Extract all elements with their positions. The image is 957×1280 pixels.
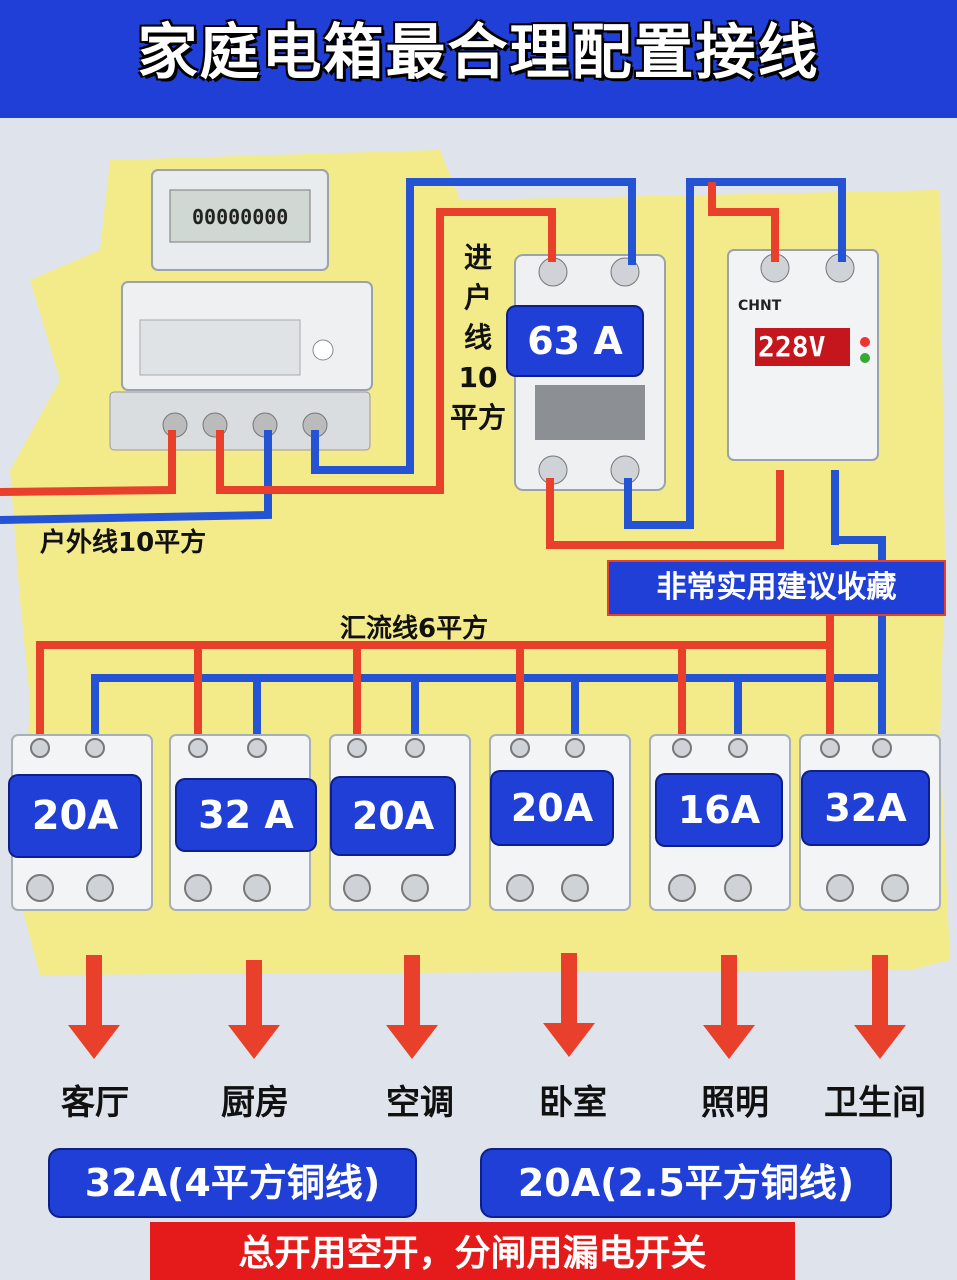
electric-meter (109, 169, 373, 451)
room-label-0: 客厅 (61, 1083, 129, 1123)
busbars (36, 536, 886, 740)
title-bar (0, 0, 957, 118)
incoming-label-char: 户 (463, 281, 492, 314)
arrow-down-icon (68, 955, 120, 1059)
breaker-terminals (26, 738, 909, 902)
branch-rating-4: 16A (657, 775, 781, 845)
footer-tip: 总开用空开，分闸用漏电开关 (238, 1233, 707, 1274)
output-arrows (68, 953, 906, 1059)
branch-rating-1: 32 A (177, 780, 315, 850)
incoming-label-char: 10 (458, 361, 498, 394)
branch-rating-5: 32A (803, 772, 928, 844)
main-breaker-rating: 63 A (508, 307, 642, 375)
arrow-down-icon (703, 955, 755, 1059)
voltage-protector (727, 249, 879, 461)
save-tip-banner: 非常实用建议收藏 (607, 560, 946, 616)
note-light-circuits: 20A(2.5平方铜线) (482, 1150, 890, 1216)
arrow-down-icon (543, 953, 595, 1057)
meter-reading: 00000000 (192, 205, 289, 229)
room-label-5: 卫生间 (824, 1083, 926, 1123)
spd-brand: CHNT (738, 298, 782, 314)
arrow-down-icon (228, 960, 280, 1059)
incoming-label-char: 线 (463, 321, 492, 354)
outdoor-line-label: 户外线10平方 (40, 528, 207, 558)
branch-rating-2: 20A (332, 778, 454, 854)
live-wires-top (0, 182, 784, 549)
branch-rating-3: 20A (492, 772, 612, 844)
note-heavy-circuits: 32A(4平方铜线) (50, 1150, 415, 1216)
arrow-down-icon (386, 955, 438, 1059)
footer-bar (150, 1222, 795, 1280)
room-label-3: 卧室 (539, 1083, 607, 1123)
busbar-label: 汇流线6平方 (340, 614, 489, 644)
neutral-wires-top (0, 178, 846, 545)
room-label-1: 厨房 (221, 1083, 289, 1123)
page-title: 家庭电箱最合理配置接线 (137, 18, 820, 88)
voltage-display: 228V (758, 330, 826, 363)
room-label-2: 空调 (386, 1083, 454, 1123)
room-label-4: 照明 (701, 1083, 769, 1123)
incoming-line-label: 进 户 线 10 平方 (448, 238, 508, 438)
branch-rating-0: 20A (10, 776, 140, 856)
incoming-label-char: 进 (463, 241, 492, 274)
arrow-down-icon (854, 955, 906, 1059)
incoming-label-char: 平方 (449, 401, 506, 434)
